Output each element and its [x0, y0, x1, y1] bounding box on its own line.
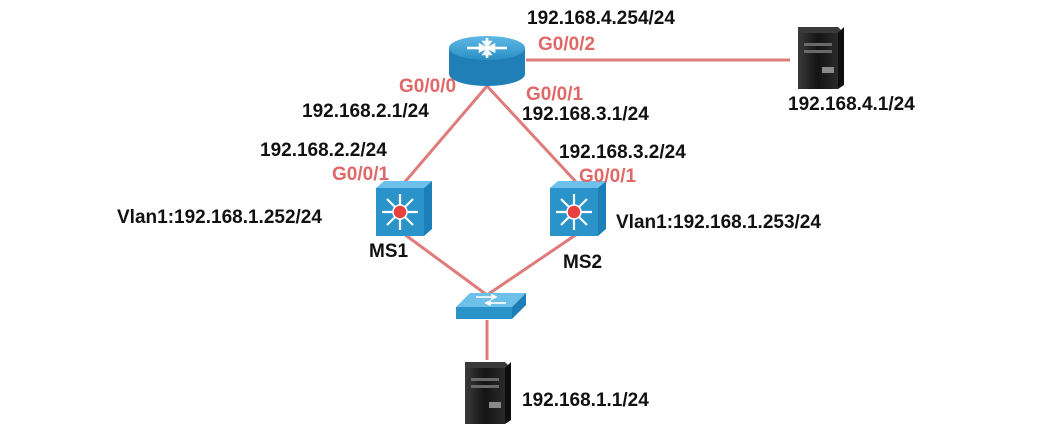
router-g000-ip: 192.168.2.1/24 — [302, 101, 429, 122]
router-icon — [449, 36, 525, 86]
ms2-vlan-label: Vlan1:192.168.1.253/24 — [616, 212, 821, 233]
router-g000-port: G0/0/0 — [399, 76, 456, 97]
server-icon-bottom — [465, 362, 511, 424]
ms2-g001-ip: 192.168.3.2/24 — [559, 142, 686, 163]
link-router-ms2 — [485, 84, 579, 185]
server-bottom-ip: 192.168.1.1/24 — [522, 390, 649, 411]
links — [402, 58, 790, 360]
router-g001-port: G0/0/1 — [526, 84, 583, 105]
ms2-g001-port: G0/0/1 — [579, 166, 636, 187]
multilayer-switch-icon-ms2 — [550, 181, 606, 236]
ms1-g001-ip: 192.168.2.2/24 — [260, 140, 387, 161]
link-ms2-switch — [486, 232, 578, 297]
link-router-ms1 — [402, 85, 489, 184]
link-ms1-switch — [403, 232, 488, 297]
server-icon-top — [798, 27, 844, 89]
multilayer-switch-icon-ms1 — [376, 181, 432, 236]
router-g001-ip: 192.168.3.1/24 — [522, 104, 649, 125]
ms1-vlan-label: Vlan1:192.168.1.252/24 — [117, 207, 322, 228]
router-g002-port: G0/0/2 — [538, 34, 595, 55]
ms2-name: MS2 — [563, 252, 602, 273]
router-g002-ip: 192.168.4.254/24 — [527, 8, 675, 29]
ms1-g001-port: G0/0/1 — [332, 164, 389, 185]
ms1-name: MS1 — [369, 241, 409, 262]
server-top-ip: 192.168.4.1/24 — [788, 94, 915, 115]
switch-icon — [456, 293, 526, 319]
